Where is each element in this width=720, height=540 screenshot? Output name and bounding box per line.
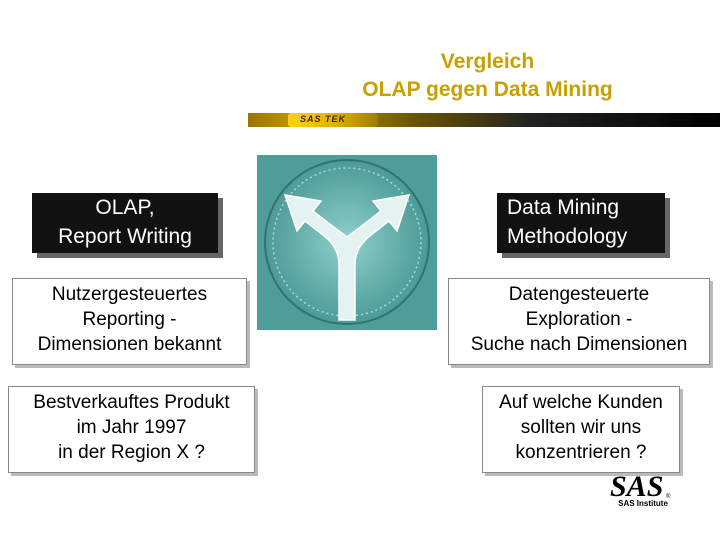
data-mining-header-line-2: Methodology: [507, 225, 628, 248]
title-line-1: Vergleich: [440, 50, 535, 73]
olap-question-line-3: in der Region X ?: [58, 442, 205, 463]
dm-question-line-3: konzentrieren ?: [515, 442, 647, 463]
dm-desc-line-1: Datengesteuerte: [508, 284, 650, 305]
dm-desc-line-2: Exploration -: [525, 309, 633, 330]
fork-arrow-icon: [257, 155, 437, 330]
olap-header: OLAP, Report Writing: [32, 193, 218, 253]
olap-desc-line-2: Reporting -: [82, 309, 177, 330]
dm-question-line-1: Auf welche Kunden: [499, 392, 663, 413]
dm-desc-line-3: Suche nach Dimensionen: [470, 334, 688, 355]
data-mining-description: Datengesteuerte Exploration - Suche nach…: [448, 278, 710, 365]
olap-question-line-2: im Jahr 1997: [76, 417, 187, 438]
data-mining-header: Data Mining Methodology: [497, 193, 665, 253]
dm-question-line-2: sollten wir uns: [520, 417, 642, 438]
title-banner: SAS TEK: [248, 113, 720, 127]
olap-desc-line-3: Dimensionen bekannt: [37, 334, 222, 355]
sas-logo-caption: SAS Institute: [618, 499, 668, 508]
title-line-2: OLAP gegen Data Mining: [362, 78, 613, 101]
olap-example-question: Bestverkauftes Produkt im Jahr 1997 in d…: [8, 386, 255, 473]
olap-description: Nutzergesteuertes Reporting - Dimensione…: [12, 278, 247, 365]
olap-header-line-2: Report Writing: [58, 225, 192, 248]
sas-logo: SAS ®: [610, 470, 671, 503]
slide-title: Vergleich OLAP gegen Data Mining: [300, 48, 675, 104]
data-mining-header-line-1: Data Mining: [507, 196, 620, 219]
svg-text:®: ®: [666, 493, 671, 500]
olap-desc-line-1: Nutzergesteuertes: [51, 284, 208, 305]
data-mining-example-question: Auf welche Kunden sollten wir uns konzen…: [482, 386, 680, 473]
olap-question-line-1: Bestverkauftes Produkt: [33, 392, 230, 413]
banner-brand-text: SAS TEK: [300, 114, 347, 124]
svg-text:SAS: SAS: [610, 470, 663, 503]
banner-brand-plate: [288, 113, 378, 127]
olap-header-line-1: OLAP,: [95, 196, 155, 219]
